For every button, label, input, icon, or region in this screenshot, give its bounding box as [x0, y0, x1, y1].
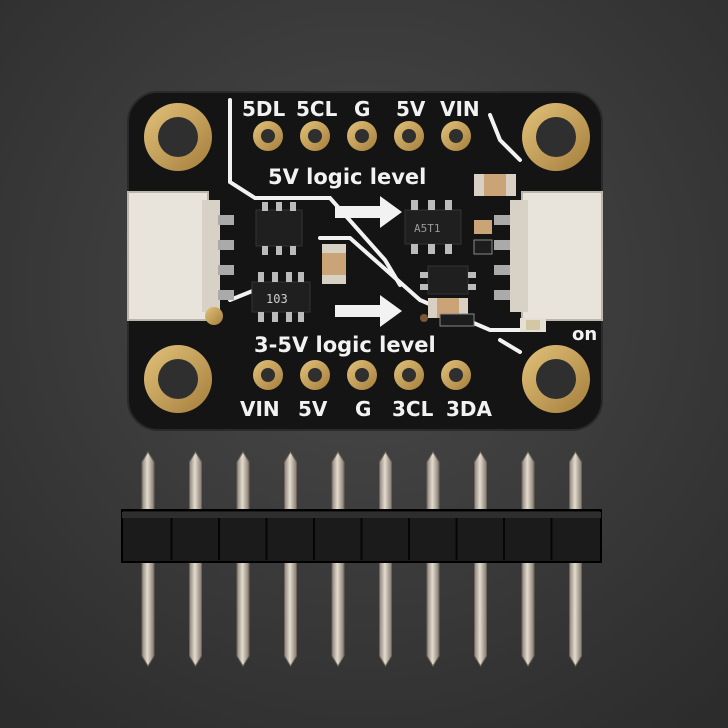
capacitor-center [322, 244, 346, 284]
pin-label-g-bottom: G [355, 397, 371, 421]
solder-jumper [205, 307, 223, 325]
pin-label-vin-bottom: VIN [240, 397, 280, 421]
top-pads [253, 121, 471, 151]
capacitor-top-right [474, 174, 516, 196]
capacitor-right-middle [428, 298, 468, 318]
pin-label-g: G [354, 97, 370, 121]
stemma-connector-right [494, 191, 603, 321]
via [420, 314, 428, 322]
led-label-on: on [572, 324, 597, 345]
chip-103-marking: 103 [266, 292, 288, 306]
header-highlight [122, 512, 601, 518]
arrow-icons [335, 196, 402, 327]
pin-label-5v: 5V [396, 97, 426, 121]
mounting-hole-bottom-right [522, 345, 590, 413]
chip-mosfet-top [255, 202, 303, 255]
pin-header-strip [121, 451, 602, 667]
breakout-board: 5DL 5CL G 5V VIN 5V logic level 3-5V log… [127, 91, 603, 431]
arrow-right-icon [335, 196, 402, 228]
pin-label-3cl: 3CL [392, 397, 434, 421]
stemma-connector-left [127, 191, 234, 321]
pin-label-5cl: 5CL [296, 97, 338, 121]
power-led [520, 318, 546, 332]
chip-a5t1: A5T1 [404, 200, 462, 254]
pin-label-5v-bottom: 5V [298, 397, 328, 421]
logic-label-5v: 5V logic level [268, 165, 426, 189]
pin-label-5dl: 5DL [242, 97, 286, 121]
resistor-array [439, 220, 493, 327]
arrow-right-icon [335, 295, 402, 327]
mounting-hole-bottom-left [144, 345, 212, 413]
chip-a5t1-marking: A5T1 [414, 222, 441, 235]
mounting-hole-top-left [144, 103, 212, 171]
pin-label-vin: VIN [440, 97, 480, 121]
bottom-pads [253, 360, 471, 390]
logic-label-3v: 3-5V logic level [254, 333, 436, 357]
mounting-hole-top-right [522, 103, 590, 171]
chip-103: 103 [251, 272, 311, 322]
pin-label-3da: 3DA [446, 397, 493, 421]
chip-small-right [420, 265, 476, 295]
